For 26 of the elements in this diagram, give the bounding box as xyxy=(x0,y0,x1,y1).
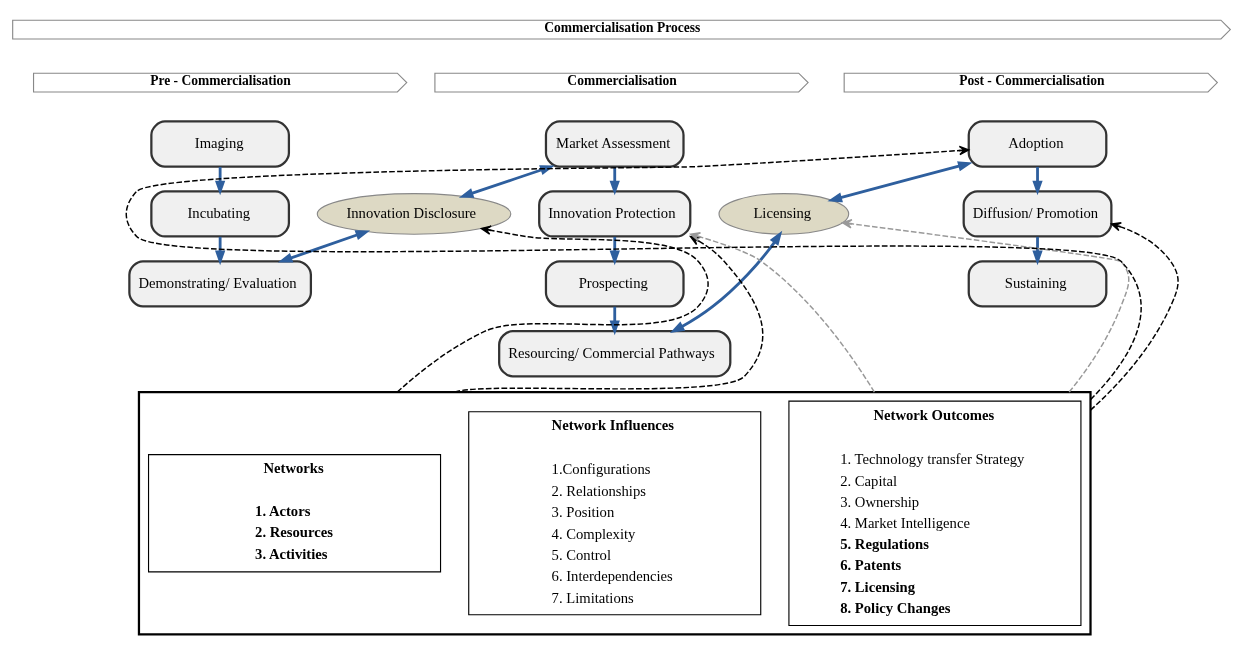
node-box: Market Assessment xyxy=(544,120,685,168)
node-box: Resourcing/ Commercial Pathways xyxy=(498,330,732,378)
cluster xyxy=(137,390,1092,636)
arrow xyxy=(669,230,783,334)
arrow xyxy=(458,165,555,198)
arrow xyxy=(125,145,1142,401)
node-box: Adoption xyxy=(967,120,1108,168)
arrow xyxy=(277,230,371,263)
node-box: Innovation Protection xyxy=(538,190,692,238)
arrow xyxy=(1089,222,1179,411)
node-box: Network Outcomes 1. Technology transfer Strategy 2. Capital 3. Ownership 4. Market Intelligence 5. Regulations 6. Patents 7. Licensing 8. Policy Changes xyxy=(788,400,1082,626)
arrow xyxy=(215,166,226,196)
node-box: Diffusion/ Promotion xyxy=(962,190,1113,238)
node-box: Prospecting xyxy=(544,260,685,308)
node-box: Sustaining xyxy=(967,260,1108,308)
node-box: Demonstrating/ Evaluation xyxy=(128,260,312,308)
arrow xyxy=(396,225,709,393)
arrow xyxy=(609,306,620,336)
arrow xyxy=(1032,236,1043,266)
node-box: Imaging xyxy=(150,120,291,168)
arrow xyxy=(1032,166,1043,196)
node-box: Network Influences 1.Configurations 2. Relationships 3. Position 4. Complexity 5. Control 6. Interdependencies 7. Limitations xyxy=(468,411,762,616)
node-box: Incubating xyxy=(150,190,291,238)
node-box: Networks 1. Actors 2. Resources 3. Activities xyxy=(147,454,442,573)
arrow xyxy=(827,161,973,203)
arrow xyxy=(841,219,1130,393)
